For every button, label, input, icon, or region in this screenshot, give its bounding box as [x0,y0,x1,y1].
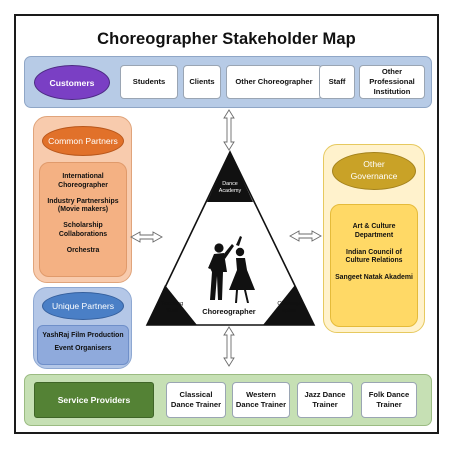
corner-label-left: Teaching Staff [156,301,188,315]
corner-label-right: Choreogr apher [272,301,306,315]
corner-label-top-line: Academy [218,187,242,194]
diagram-title: Choreographer Stakeholder Map [97,30,356,48]
other-governance-label: Other Governance [350,159,398,181]
common-partner-item: Orchestra [66,246,100,254]
customer-card-other-professional-institution: Other Professional Institution [359,65,425,99]
governance-item: Indian Council of Culture Relations [345,248,403,265]
common-partners-oval: Common Partners [42,126,124,156]
corner-triangle-right [263,285,314,325]
customer-card-staff: Staff [319,65,355,99]
corner-label-left-line: Teaching [160,301,184,307]
governance-item: Art & Culture Department [352,223,396,239]
corner-label-left-line: Staff [166,307,178,314]
customers-oval: Customers [34,65,110,100]
center-label: Choreographer [202,307,256,316]
service-providers-box: Service Providers [34,382,154,418]
unique-partners-list: YashRaj Film Production Event Organisers [37,325,129,365]
corner-label-top: Dance Academy [214,181,246,195]
corner-triangle-top [207,152,253,202]
common-partners-list: International Choreographer Industry Par… [39,162,127,277]
main-triangle [145,150,316,326]
corner-triangle-left [147,285,197,325]
governance-item: Sangeet Natak Akademi [335,274,413,282]
corner-label-right-line: apher [281,307,297,314]
service-card-western: Western Dance Trainer [232,382,290,418]
corner-label-right-line: Choreogr [277,301,301,307]
common-partner-item: Scholarship Collaborations [58,222,108,239]
service-card-folk: Folk Dance Trainer [361,382,417,418]
corner-label-top-line: Dance [222,181,238,187]
customer-card-other-choreographer: Other Choreographer [226,65,322,99]
unique-partner-item: Event Organisers [54,344,112,352]
double-arrow-right-icon [289,230,322,242]
common-partner-item: Industry Partnerships (Movie makers) [47,197,119,214]
double-arrow-top-icon [223,109,235,151]
customer-card-students: Students [120,65,178,99]
double-arrow-bottom-icon [223,326,235,367]
dancing-couple-icon [208,236,255,303]
service-card-classical: Classical Dance Trainer [166,382,226,418]
service-card-jazz: Jazz Dance Trainer [297,382,353,418]
unique-partners-oval: Unique Partners [42,292,124,320]
diagram-frame: Choreographer Stakeholder Map Customers … [14,14,439,434]
other-governance-list: Art & Culture Department Indian Council … [330,204,418,327]
other-governance-oval: Other Governance [332,152,416,190]
unique-partner-item: YashRaj Film Production [42,332,124,339]
customer-card-clients: Clients [183,65,221,99]
common-partner-item: International Choreographer [58,173,108,189]
double-arrow-left-icon [130,231,163,243]
